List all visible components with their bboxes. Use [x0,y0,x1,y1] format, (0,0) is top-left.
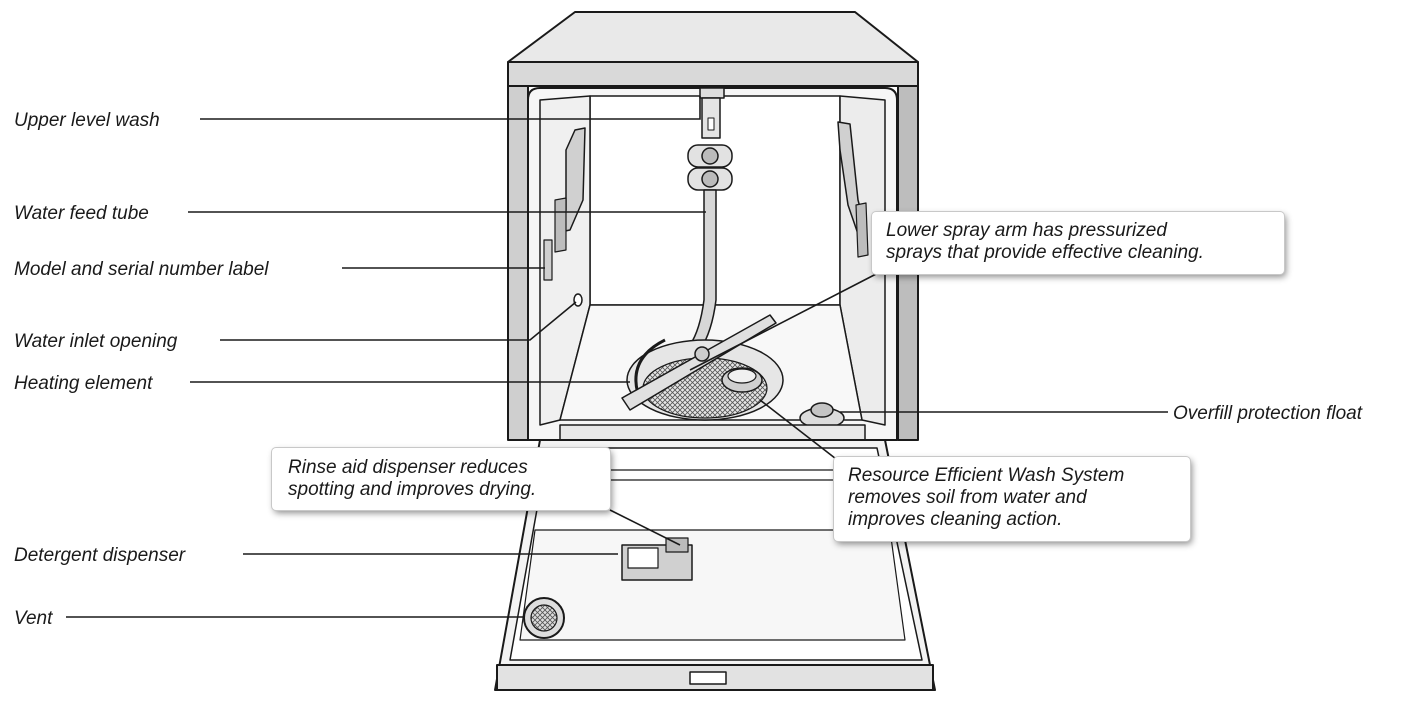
vent-inner [530,604,558,632]
callout-rinse-aid: Rinse aid dispenser reduces spotting and… [272,448,610,510]
right-rack-slide [855,202,869,258]
callout-lower-spray-arm-line2: sprays that provide effective cleaning. [886,242,1204,263]
filter-cup-inner [727,368,757,384]
top-front-edge [507,61,919,87]
callout-wash-system: Resource Efficient Wash System removes s… [834,457,1190,541]
label-water-inlet: Water inlet opening [14,331,178,352]
lower-spray-arm [621,314,777,411]
door-inner-panel [519,529,906,641]
spray-arm-hub [694,346,710,362]
upper-spray-port [707,117,715,131]
water-inlet [573,293,583,307]
callout-rinse-aid-line1: Rinse aid dispenser reduces [288,457,528,478]
upper-wash-nozzle [699,87,725,99]
label-vent: Vent [14,608,53,629]
label-heating-element: Heating element [14,373,153,394]
overfill-float-top [810,402,834,418]
leader-upper-level-wash [200,96,701,120]
spray-hub-lower-nut [701,170,719,188]
label-detergent-dispenser: Detergent dispenser [14,545,186,566]
dishwasher-illustration [494,11,936,691]
door-handle-slot [689,671,727,685]
callout-wash-system-line1: Resource Efficient Wash System [848,465,1125,486]
top-panel [507,11,919,63]
callout-wash-system-line3: improves cleaning action. [848,509,1063,530]
spray-hub-upper-nut [701,147,719,165]
leader-wash-system [759,399,841,463]
callout-rinse-aid-line2: spotting and improves drying. [288,479,537,500]
model-serial-label-plate [543,239,553,281]
leader-lines [66,96,1168,618]
leader-water-inlet [220,301,577,341]
leader-lower-spray-arm [689,271,881,371]
callout-wash-system-line2: removes soil from water and [848,487,1087,508]
label-model-serial: Model and serial number label [14,259,269,280]
leader-rinse-aid [609,509,681,546]
label-overfill-float: Overfill protection float [1173,403,1363,424]
callout-lower-spray-arm: Lower spray arm has pressurized sprays t… [872,212,1284,274]
detergent-cup [627,547,659,569]
label-water-feed-tube: Water feed tube [14,203,149,224]
left-rack-slide [554,197,567,253]
label-upper-level-wash: Upper level wash [14,110,160,131]
callout-lower-spray-arm-line1: Lower spray arm has pressurized [886,220,1167,241]
door-top-edge [559,424,866,442]
left-cabinet-side [507,85,529,441]
